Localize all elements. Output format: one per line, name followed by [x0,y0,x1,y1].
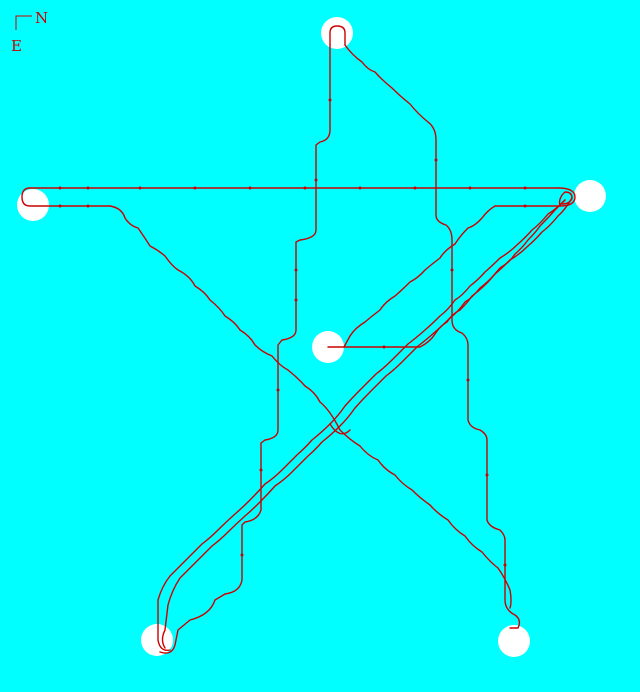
track-top-loop [329,25,346,46]
stations [17,17,606,657]
compass: N E [11,9,48,55]
compass-icon [15,15,32,30]
track-marker [434,158,438,162]
station-bottom-left[interactable] [141,624,173,656]
track-marker [328,98,332,102]
track-marker [314,178,318,182]
track-markers [58,98,527,567]
station-top[interactable] [321,17,353,49]
track-marker [58,204,62,208]
track-north-horizontal-lower [327,205,561,348]
track-marker [294,298,298,302]
track-marker [382,345,386,349]
station-bottom-right[interactable] [498,625,530,657]
track-east-southwest-a [157,199,566,651]
track-marker [523,186,527,190]
track-marker [358,186,362,190]
track-top-west-trunk [159,44,331,654]
track-top-east-trunk [344,44,521,629]
track-marker [58,186,62,190]
track-upper-right-loop [557,187,576,207]
track-marker [86,204,90,208]
track-marker [303,186,307,190]
track-marker [468,186,472,190]
track-left-southeast [109,205,512,609]
station-upper-right[interactable] [574,180,606,212]
track-marker [276,388,280,392]
track-marker [450,268,454,272]
track-marker [259,468,263,472]
track-left-loop [21,187,111,207]
compass-north-label: N [35,9,48,27]
track-marker [240,553,244,557]
track-marker [294,268,298,272]
track-marker [193,186,197,190]
track-center-spur [343,199,566,348]
track-lines [21,25,576,654]
track-marker [248,186,252,190]
track-marker [138,186,142,190]
compass-east-label: E [11,37,22,55]
track-cross [329,423,351,435]
track-east-southwest-b [161,197,573,649]
station-left[interactable] [17,189,49,221]
track-marker [86,186,90,190]
track-marker [466,378,470,382]
track-marker [523,204,527,208]
track-marker [503,563,507,567]
track-marker [413,186,417,190]
track-marker [485,473,489,477]
